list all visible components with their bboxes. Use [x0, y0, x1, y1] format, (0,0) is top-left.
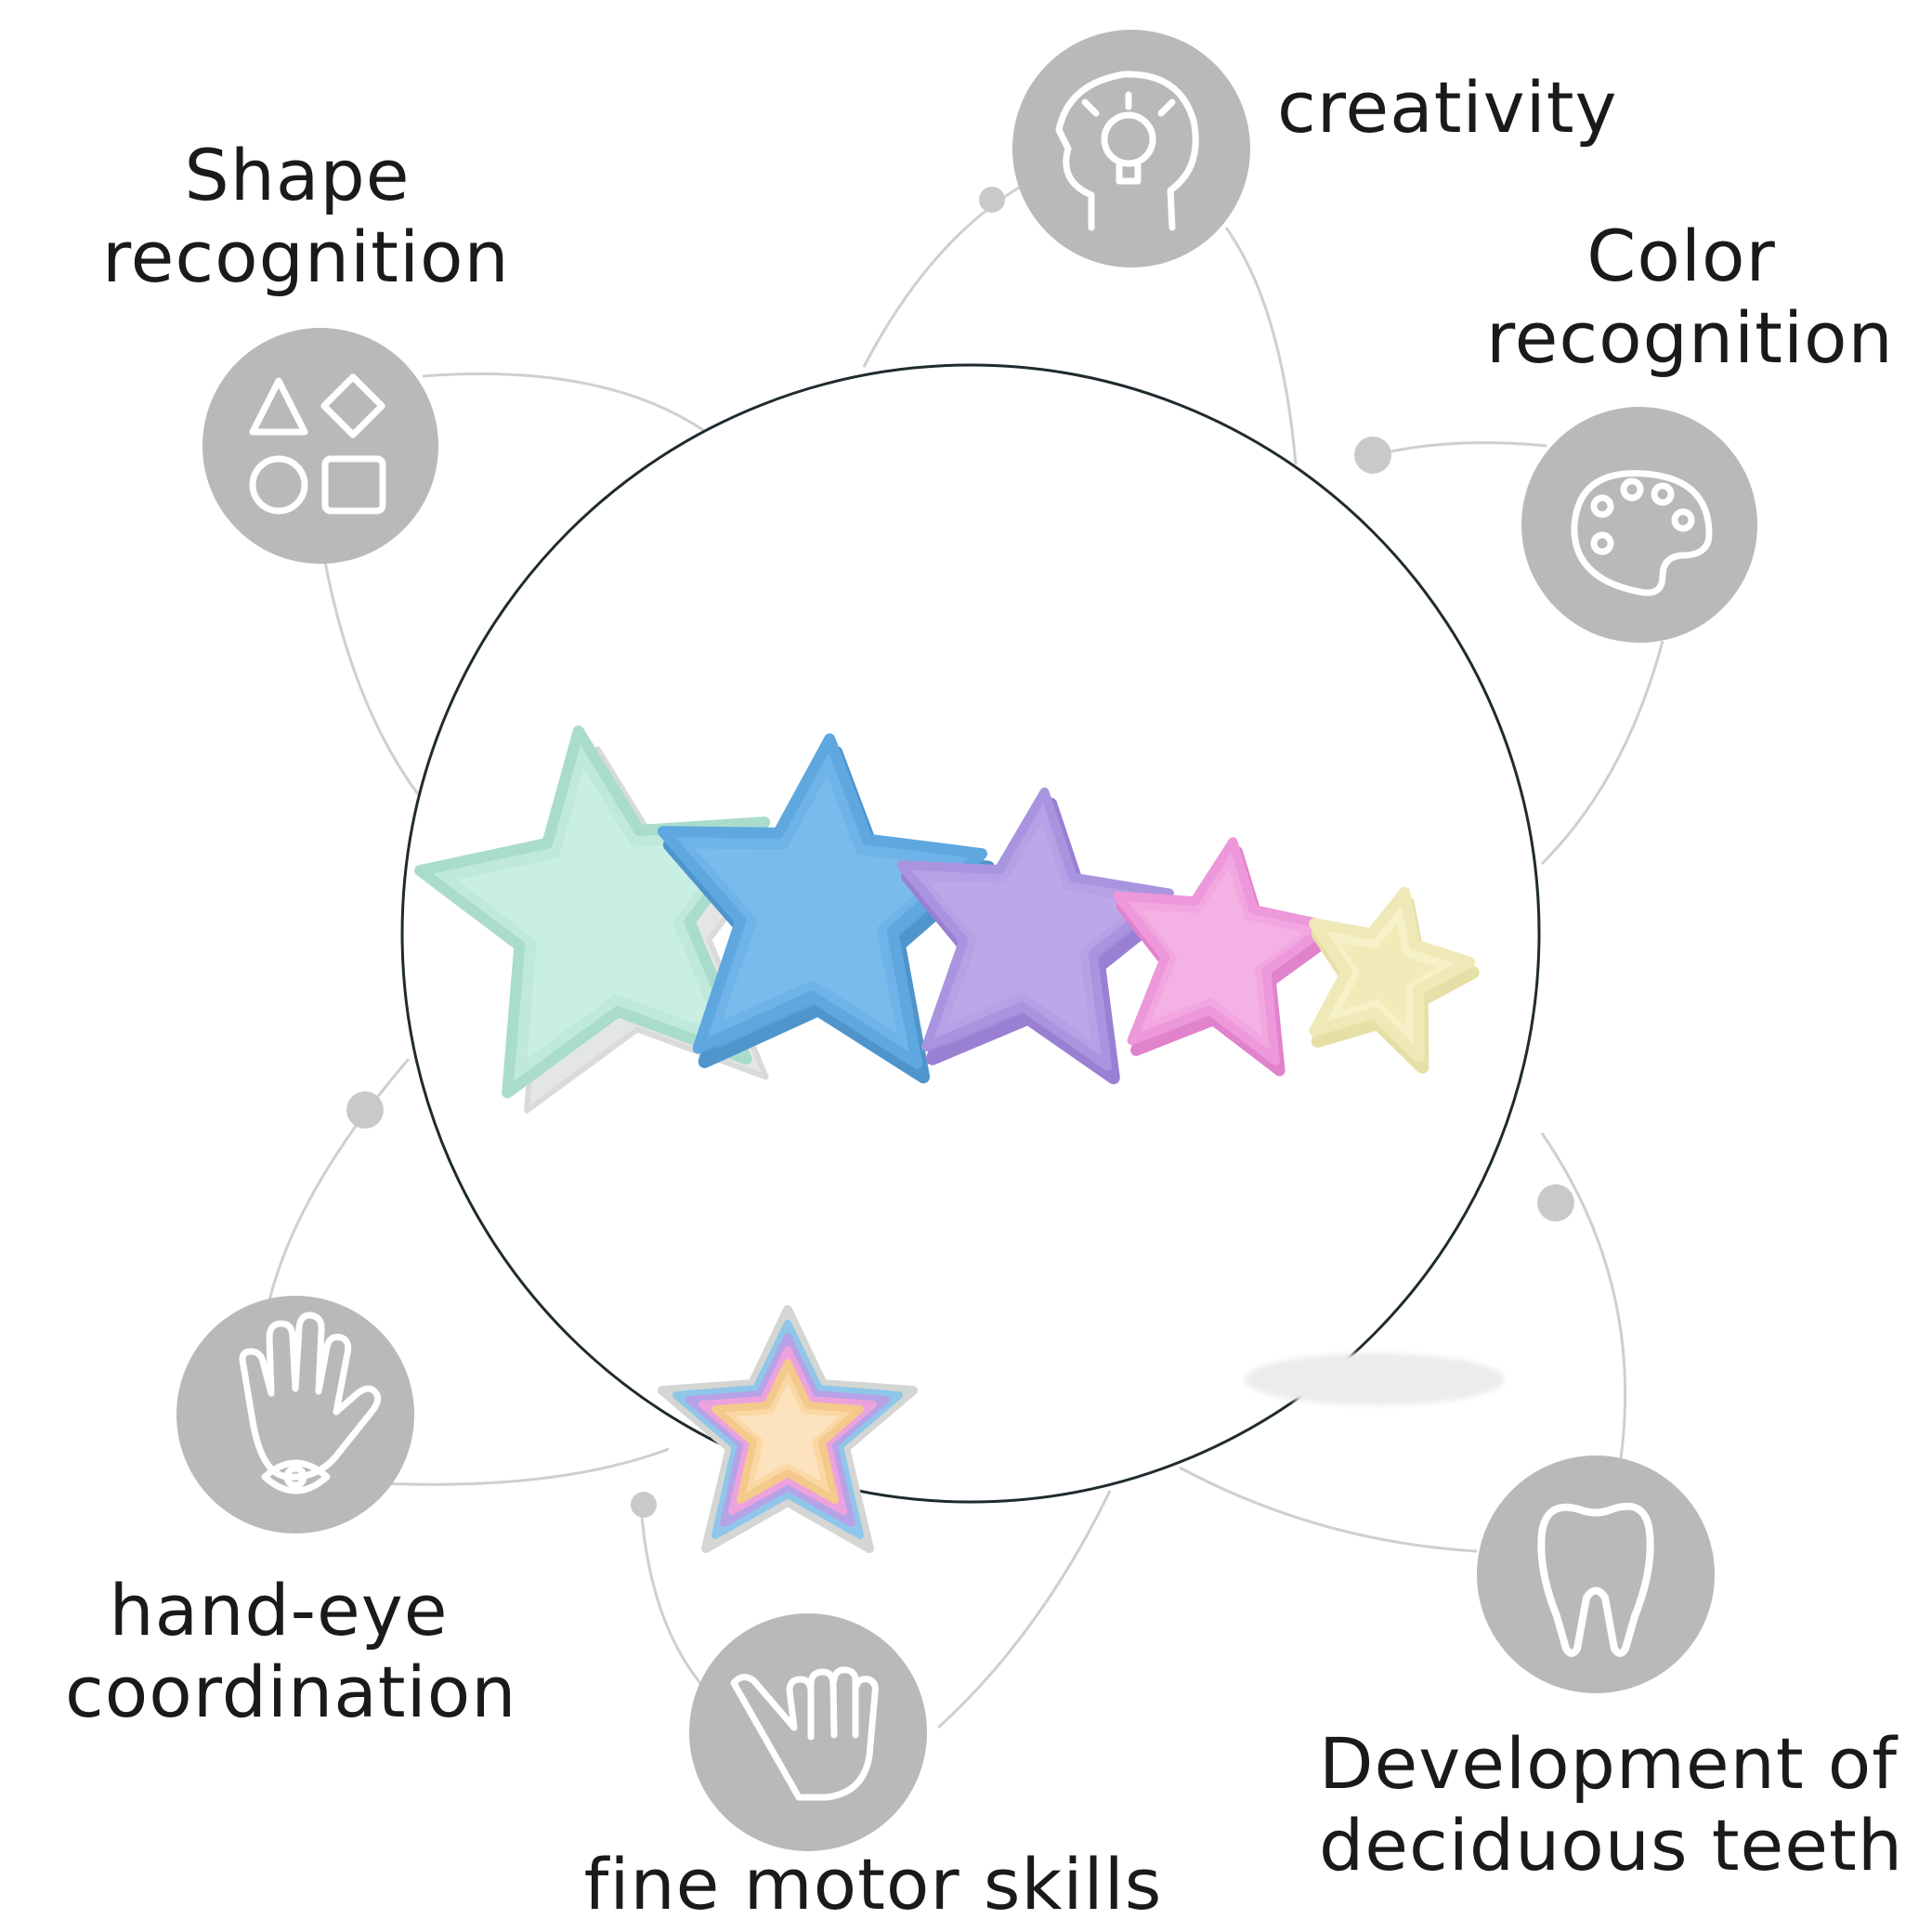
connector-handeye-up: [268, 1058, 411, 1301]
product-shadow: [1245, 1353, 1505, 1405]
connector-dot: [1537, 1184, 1574, 1221]
connector-finemotor-right: [936, 1490, 1112, 1730]
connector-finemotor-left: [639, 1504, 717, 1702]
label-line: recognition: [102, 215, 510, 298]
connector-dot: [1354, 437, 1391, 474]
tooth-icon: [1537, 1502, 1654, 1657]
connector-shape-right: [422, 372, 707, 434]
pinch-hand-icon: [730, 1666, 879, 1801]
connector-handeye-right: [380, 1447, 670, 1486]
product-star-cups-row: [414, 725, 1480, 1114]
palette-icon: [1571, 470, 1713, 596]
label-line: Color: [1586, 215, 1776, 297]
star-cup-pink: [1113, 837, 1339, 1077]
product-star-cups-stacked: [658, 1305, 918, 1553]
icon-badge-finemotor: [689, 1613, 927, 1851]
connector-teeth-left: [1179, 1466, 1478, 1553]
connector-creativity-left: [862, 184, 1023, 368]
label-creativity: creativity: [1277, 67, 1617, 149]
label-line: deciduous teeth: [1319, 1804, 1904, 1886]
icon-badge-handeye: [176, 1296, 414, 1534]
shapes-icon: [249, 373, 386, 515]
connector-shape-down: [323, 561, 420, 795]
label-deciduous-teeth: Development of deciduous teeth: [1319, 1722, 1904, 1886]
connector-dot: [346, 1091, 384, 1129]
label-line: fine motor skills: [583, 1843, 1163, 1925]
icon-badge-teeth: [1477, 1456, 1715, 1693]
hand-eye-icon: [239, 1312, 382, 1495]
label-line: Development of: [1319, 1722, 1899, 1805]
star-cup-cream: [1309, 886, 1480, 1074]
icon-badge-shape: [202, 328, 438, 564]
label-line: hand-eye: [109, 1569, 449, 1651]
label-line: recognition: [1486, 296, 1894, 379]
connector-color-down: [1540, 640, 1664, 866]
connector-color-left: [1374, 441, 1547, 457]
star-cup-blue: [657, 733, 996, 1084]
connector-lines: [268, 184, 1664, 1730]
connector-dot: [979, 187, 1005, 213]
label-fine-motor-skills: fine motor skills: [576, 1844, 1170, 1925]
icon-badge-creativity: [1012, 30, 1250, 268]
connector-dot: [631, 1492, 657, 1518]
label-line: coordination: [65, 1651, 517, 1733]
connector-teeth-up: [1540, 1132, 1627, 1459]
icon-badge-color: [1521, 407, 1757, 643]
head-lightbulb-icon: [1055, 71, 1199, 231]
label-shape-recognition: Shape recognition: [102, 134, 510, 298]
label-line: creativity: [1277, 66, 1618, 149]
connector-creativity-right: [1224, 227, 1298, 465]
label-color-recognition: Color recognition: [1486, 215, 1894, 379]
label-hand-eye-coordination: hand-eye coordination: [65, 1569, 517, 1733]
label-line: Shape: [184, 134, 411, 216]
